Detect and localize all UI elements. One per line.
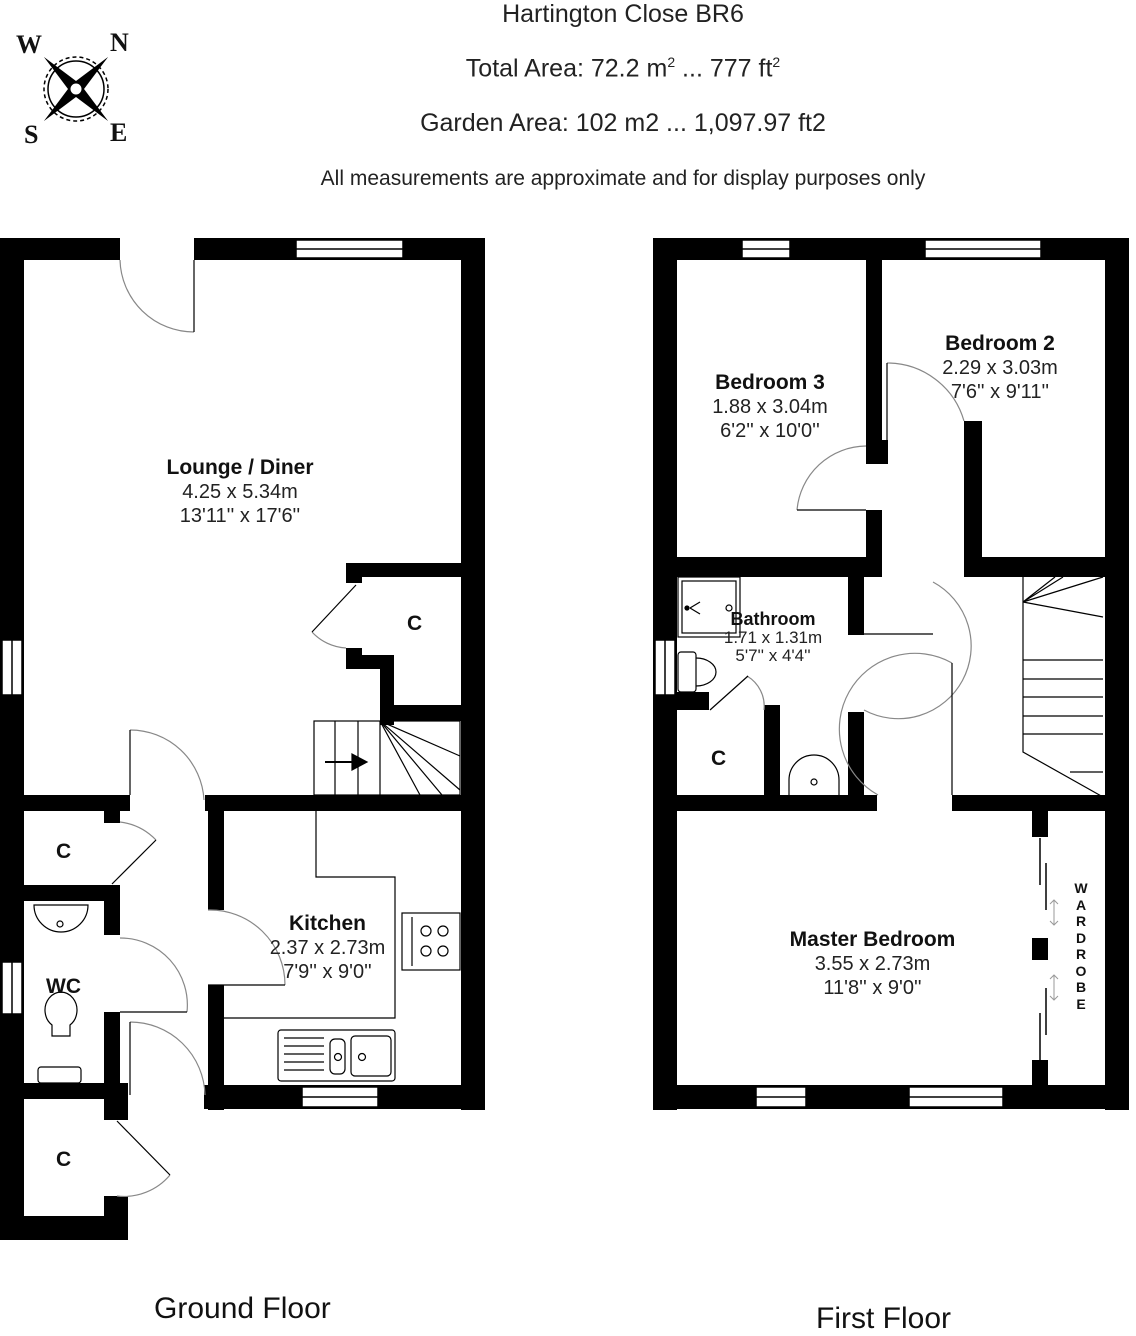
ground-doors bbox=[111, 259, 357, 1198]
wardrobe-letter: W bbox=[1074, 880, 1088, 896]
bathroom-fittings bbox=[677, 576, 840, 798]
room-name: Bathroom bbox=[730, 609, 816, 629]
compass-e: E bbox=[110, 118, 128, 147]
wardrobe-letter: B bbox=[1075, 979, 1087, 995]
room-metric: 4.25 x 5.34m bbox=[182, 481, 298, 504]
room-name: Bedroom 2 bbox=[945, 332, 1055, 355]
room-bedroom-2: Bedroom 2 2.29 x 3.03m 7'6'' x 9'11'' bbox=[910, 331, 1090, 404]
wc-fittings bbox=[33, 904, 89, 1084]
ground-floor-label: Ground Floor bbox=[154, 1292, 331, 1325]
kitchen-fittings bbox=[224, 811, 461, 1082]
room-name: Lounge / Diner bbox=[166, 456, 314, 479]
room-cupboard-first: C bbox=[711, 747, 727, 770]
property-title: Hartington Close BR6 bbox=[502, 0, 744, 28]
superscript: 2 bbox=[667, 54, 676, 70]
room-imperial: 6'2'' x 10'0'' bbox=[720, 420, 820, 443]
room-metric: 1.88 x 3.04m bbox=[712, 396, 828, 419]
first-windows bbox=[654, 239, 1042, 1108]
superscript: 2 bbox=[772, 54, 781, 70]
room-imperial: 7'9'' x 9'0'' bbox=[283, 961, 372, 984]
compass-rose-icon bbox=[43, 56, 109, 122]
room-imperial: 7'6'' x 9'11'' bbox=[950, 381, 1050, 404]
garden-area: Garden Area: 102 m2 ... 1,097.97 ft2 bbox=[420, 109, 826, 137]
room-name: Bedroom 3 bbox=[715, 371, 825, 394]
room-imperial: 13'11'' x 17'6'' bbox=[179, 505, 301, 528]
room-cupboard-lounge: C bbox=[407, 612, 423, 635]
room-wc: WC bbox=[46, 975, 81, 998]
compass-w: W bbox=[16, 30, 42, 59]
wardrobe-letter: R bbox=[1075, 913, 1087, 929]
room-kitchen: Kitchen 2.37 x 2.73m 7'9'' x 9'0'' bbox=[230, 911, 425, 984]
first-doors bbox=[709, 362, 972, 796]
wardrobe-letter: R bbox=[1075, 946, 1087, 962]
wardrobe-letter: E bbox=[1076, 995, 1086, 1012]
room-imperial: 5'7'' x 4'4'' bbox=[735, 645, 811, 665]
room-lounge-diner: Lounge / Diner 4.25 x 5.34m 13'11'' x 17… bbox=[140, 455, 340, 528]
total-area-metric: Total Area: 72.2 m bbox=[465, 54, 668, 83]
ground-floor-walls bbox=[0, 238, 485, 1240]
room-name: Kitchen bbox=[288, 912, 366, 935]
wardrobe-label: W A R D R O B E bbox=[1072, 880, 1090, 1012]
total-area: Total Area: 72.2 m2 ... 777 ft2 bbox=[0, 54, 1136, 83]
room-imperial: 11'8'' x 9'0'' bbox=[823, 977, 922, 1000]
room-cupboard-hall-bottom: C bbox=[56, 1148, 72, 1171]
room-metric: 2.37 x 2.73m bbox=[269, 937, 386, 960]
wardrobe-letter: A bbox=[1075, 896, 1087, 913]
ground-stairs bbox=[313, 720, 461, 796]
total-area-imperial: ... 777 ft bbox=[675, 54, 773, 83]
wardrobe-letter: D bbox=[1075, 929, 1087, 946]
wardrobe-doors bbox=[1039, 838, 1059, 1060]
room-master-bedroom: Master Bedroom 3.55 x 2.73m 11'8'' x 9'0… bbox=[760, 927, 985, 1000]
first-stairs bbox=[1022, 576, 1104, 798]
disclaimer: All measurements are approximate and for… bbox=[320, 167, 926, 190]
room-cupboard-hall-top: C bbox=[56, 840, 72, 863]
ground-windows bbox=[1, 239, 404, 1108]
room-bedroom-3: Bedroom 3 1.88 x 3.04m 6'2'' x 10'0'' bbox=[680, 370, 860, 443]
wardrobe-letter: O bbox=[1075, 962, 1087, 979]
room-metric: 2.29 x 3.03m bbox=[942, 357, 1058, 380]
compass-n: N bbox=[110, 28, 129, 57]
room-metric: 1.71 x 1.31m bbox=[723, 627, 823, 647]
room-metric: 3.55 x 2.73m bbox=[814, 953, 931, 976]
room-name: Master Bedroom bbox=[789, 928, 956, 951]
compass-s: S bbox=[24, 120, 39, 149]
room-bathroom: Bathroom 1.71 x 1.31m 5'7'' x 4'4'' bbox=[703, 610, 843, 665]
first-floor-label: First Floor bbox=[816, 1302, 951, 1335]
